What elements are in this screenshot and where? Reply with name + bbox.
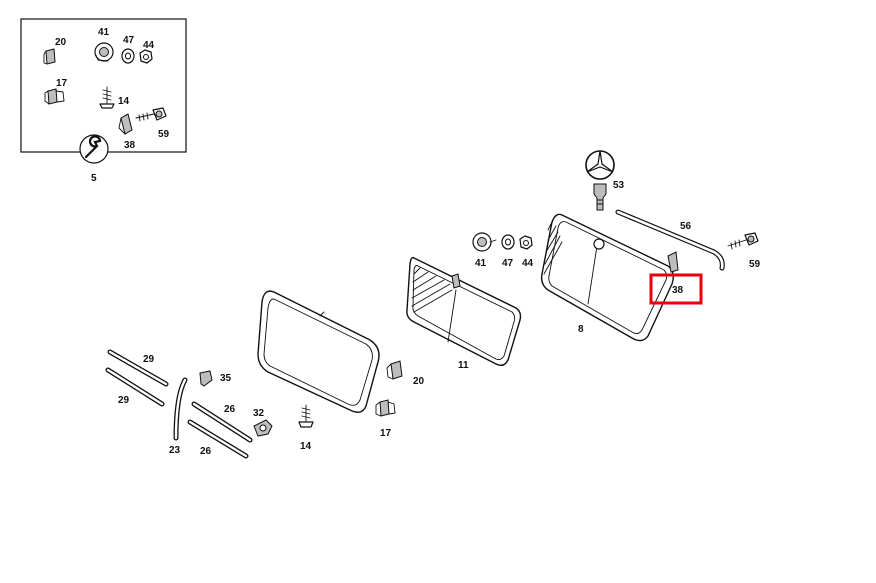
trim-strip-26-upper: [191, 401, 253, 443]
inset-label-17: 17: [56, 78, 68, 89]
grille-frame: [257, 290, 380, 413]
inset-label-14: 14: [118, 96, 130, 107]
inset-box: 20 41 47 44 17: [20, 18, 187, 184]
bolt-59-icon: [135, 107, 167, 122]
screw-14-icon: [99, 86, 115, 109]
inset-label-41: 41: [98, 27, 110, 38]
washer-41-icon: [94, 42, 114, 62]
label-29-lower: 29: [118, 395, 130, 406]
label-47: 47: [502, 258, 514, 269]
inset-label-59: 59: [158, 129, 170, 140]
clip-35-icon: [199, 370, 213, 387]
clip-nut-38-icon: [118, 113, 133, 135]
label-35: 35: [220, 373, 232, 384]
screw-14-icon: [298, 404, 314, 428]
wrench-icon: [79, 134, 109, 164]
label-17: 17: [380, 428, 392, 439]
label-41: 41: [475, 258, 487, 269]
grille-shell-8: [540, 213, 679, 342]
inset-label-5: 5: [91, 173, 97, 184]
label-20: 20: [413, 376, 425, 387]
label-8: 8: [578, 324, 584, 335]
trim-strip-29-upper: [107, 349, 169, 387]
label-23: 23: [169, 445, 181, 456]
label-59: 59: [749, 259, 761, 270]
label-32: 32: [253, 408, 265, 419]
label-11: 11: [458, 360, 469, 371]
inset-label-47: 47: [123, 35, 135, 46]
trim-strip-29-lower: [105, 367, 165, 407]
clip-17-icon: [375, 399, 396, 417]
inset-label-20: 20: [55, 37, 67, 48]
washer-41-icon: [472, 232, 497, 252]
label-14: 14: [300, 441, 312, 452]
label-56: 56: [680, 221, 692, 232]
nut-44-icon: [139, 49, 153, 64]
clip-32-icon: [253, 419, 273, 437]
label-26-upper: 26: [224, 404, 236, 415]
inset-label-44: 44: [143, 40, 155, 51]
grille-insert-11: [406, 256, 522, 367]
rod-56-icon: [615, 209, 725, 271]
clip-20-icon: [43, 48, 56, 65]
label-44: 44: [522, 258, 534, 269]
clip-20-icon: [386, 360, 403, 380]
inset-label-38: 38: [124, 140, 136, 151]
washer-47-icon: [121, 48, 135, 64]
label-53: 53: [613, 180, 625, 191]
washer-47-icon: [501, 234, 515, 250]
label-38: 38: [672, 285, 684, 296]
clip-17-icon: [44, 88, 65, 105]
highlight-box-38: [649, 273, 703, 305]
star-emblem-53-icon: [585, 150, 615, 211]
label-29-upper: 29: [143, 354, 155, 365]
label-26-lower: 26: [200, 446, 212, 457]
bolt-59-icon: [727, 232, 759, 250]
trim-strip-26-lower: [187, 419, 249, 459]
nut-44-icon: [519, 235, 533, 250]
trim-strip-23: [173, 377, 188, 441]
